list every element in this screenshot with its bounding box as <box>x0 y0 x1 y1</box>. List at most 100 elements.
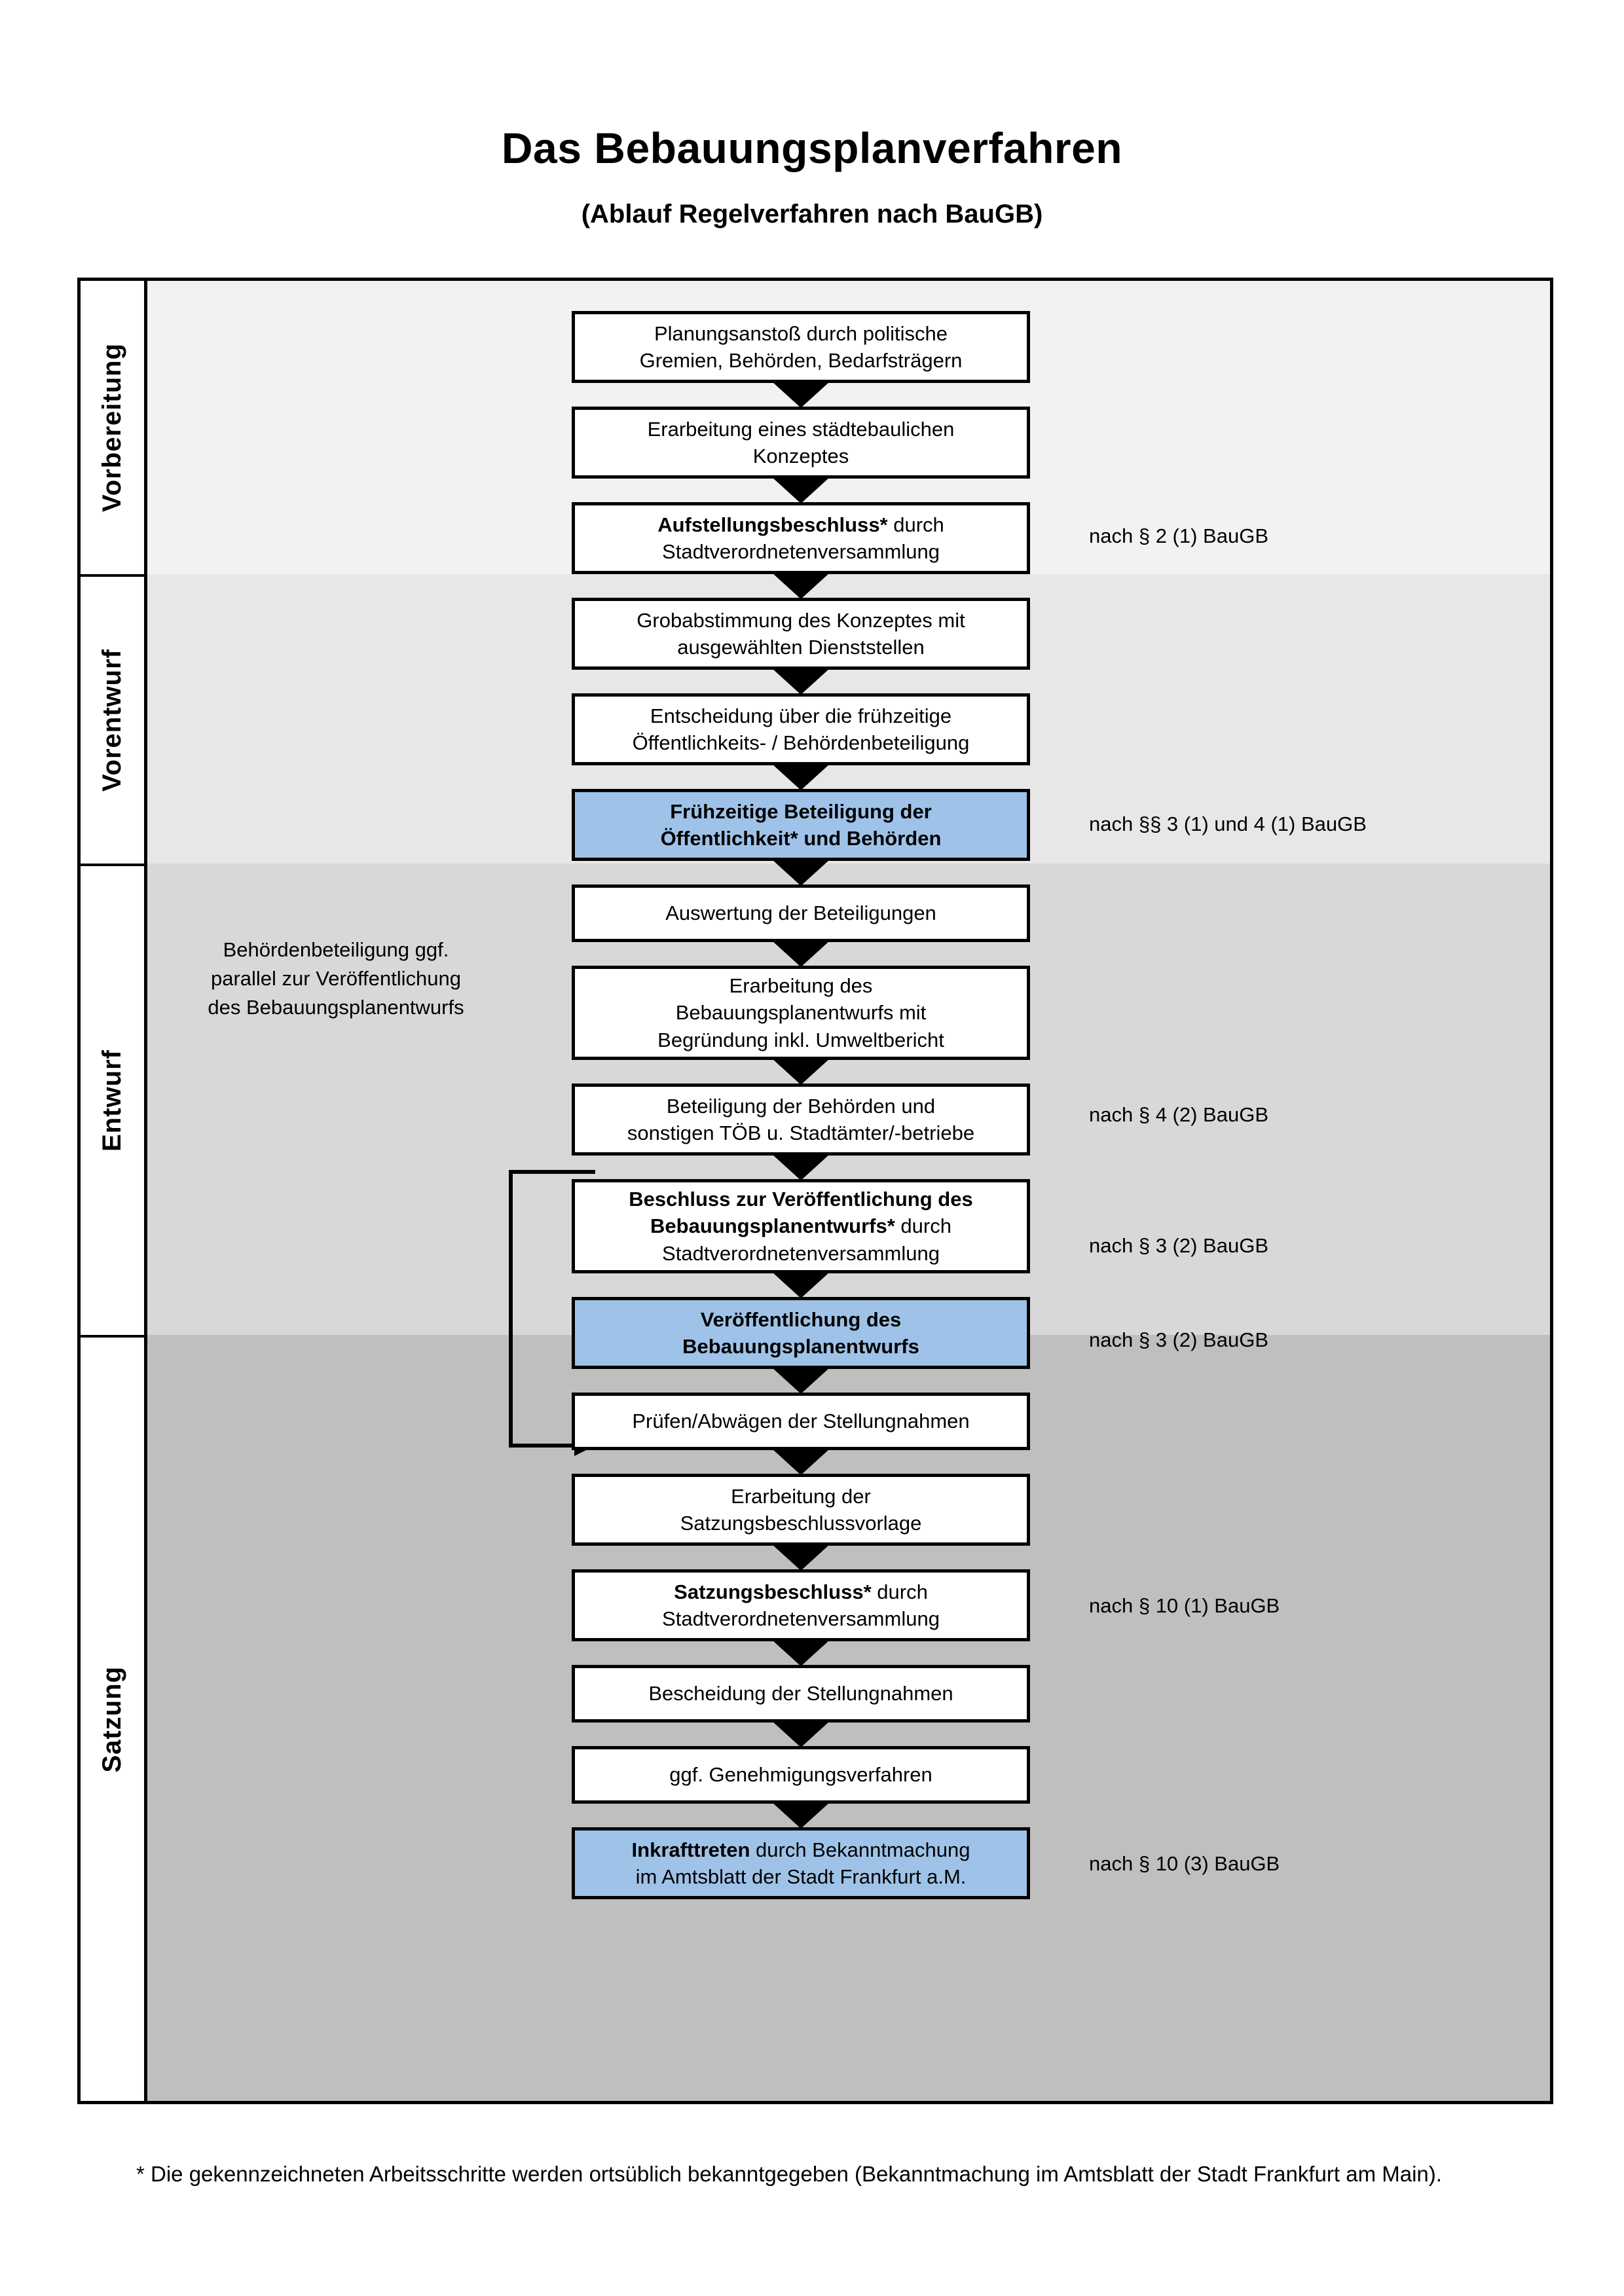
step-line: sonstigen TÖB u. Stadtämter/-betriebe <box>627 1121 975 1144</box>
step-line: Öffentlichkeits- / Behördenbeteiligung <box>632 731 970 754</box>
ref-10-3: nach § 10 (3) BauGB <box>1089 1852 1280 1875</box>
step-line-suffix: durch Bekanntmachung <box>750 1838 970 1861</box>
step-line-bold: Beschluss zur Veröffentlichung des <box>629 1188 973 1211</box>
page-title: Das Bebauungsplanverfahren <box>501 124 1123 172</box>
step-line: Grobabstimmung des Konzeptes mit <box>637 608 965 632</box>
step-line: Erarbeitung des <box>729 974 873 998</box>
phase-label-column: Vorbereitung Vorentwurf Entwurf Satzung <box>81 281 147 2101</box>
flow-arrow-icon <box>772 1272 830 1298</box>
step-planungsanstoss[interactable]: Planungsanstoß durch politische Gremien,… <box>572 311 1030 383</box>
step-line: Bebauungsplanentwurfs mit <box>675 1001 927 1025</box>
step-line: Erarbeitung eines städtebaulichen <box>647 417 955 441</box>
step-veroeffentlichung-bplanentwurf[interactable]: Veröffentlichung des Bebauungsplanentwur… <box>572 1297 1030 1369</box>
step-line: Veröffentlichung des <box>701 1306 902 1333</box>
step-fruehzeitige-beteiligung[interactable]: Frühzeitige Beteiligung der Öffentlichke… <box>572 789 1030 861</box>
step-line: Frühzeitige Beteiligung der <box>670 798 932 825</box>
title-block: Das Bebauungsplanverfahren (Ablauf Regel… <box>0 124 1624 229</box>
step-line-suffix: durch <box>871 1580 928 1603</box>
step-line: Inkrafttreten durch Bekanntmachung <box>632 1836 970 1863</box>
flow-arrow-icon <box>772 1544 830 1571</box>
flow-arrow-icon <box>772 1721 830 1747</box>
flow-arrow-icon <box>772 764 830 790</box>
step-line: Entscheidung über die frühzeitige <box>650 704 952 727</box>
ref-3-1-4-1: nach §§ 3 (1) und 4 (1) BauGB <box>1089 812 1367 835</box>
bypass-vertical-segment <box>509 1170 513 1448</box>
step-line: Satzungsbeschluss* durch <box>674 1578 928 1605</box>
step-line-suffix: durch <box>895 1214 951 1238</box>
footnote: * Die gekennzeichneten Arbeitsschritte w… <box>136 2162 1442 2186</box>
phase-label-entwurf: Entwurf <box>98 1049 126 1152</box>
phase-cell-vorentwurf: Vorentwurf <box>81 574 144 864</box>
step-line: Satzungsbeschlussvorlage <box>680 1512 922 1535</box>
ref-10-1: nach § 10 (1) BauGB <box>1089 1594 1280 1617</box>
flow-arrow-icon <box>772 860 830 886</box>
step-line-bold: Aufstellungsbeschluss* <box>657 513 888 536</box>
step-line-bold: Öffentlichkeit* und Behörden <box>660 827 942 850</box>
flow-arrow-icon <box>772 382 830 408</box>
phase-label-vorentwurf: Vorentwurf <box>98 648 126 792</box>
step-line: Öffentlichkeit* und Behörden <box>661 825 942 852</box>
step-line: Planungsanstoß durch politische <box>654 321 948 345</box>
phase-cell-vorbereitung: Vorbereitung <box>81 281 144 574</box>
step-line: Konzeptes <box>752 445 849 467</box>
step-satzungsbeschluss[interactable]: Satzungsbeschluss* durch Stadtverordnete… <box>572 1569 1030 1641</box>
step-line: Begründung inkl. Umweltbericht <box>657 1028 944 1051</box>
flow-arrow-icon <box>772 1640 830 1666</box>
ref-3-2-a: nach § 3 (2) BauGB <box>1089 1234 1268 1257</box>
side-note-line: Veröffentlichung des <box>208 967 462 1019</box>
step-line: ggf. Genehmigungsverfahren <box>669 1763 932 1787</box>
phase-cell-entwurf: Entwurf <box>81 864 144 1335</box>
step-line: Stadtverordnetenversammlung <box>662 1241 940 1265</box>
step-aufstellungsbeschluss[interactable]: Aufstellungsbeschluss* durch Stadtverord… <box>572 502 1030 574</box>
step-line-suffix: durch <box>887 513 944 536</box>
step-beschluss-veroeffentlichung[interactable]: Beschluss zur Veröffentlichung des Bebau… <box>572 1179 1030 1273</box>
step-line-bold: Satzungsbeschluss* <box>674 1580 872 1603</box>
side-note-behoerdenbeteiligung: Behördenbeteiligung ggf. parallel zur Ve… <box>198 936 473 1022</box>
step-line-bold: Frühzeitige Beteiligung der <box>670 799 932 823</box>
phase-label-vorbereitung: Vorbereitung <box>98 343 126 512</box>
step-inkrafttreten[interactable]: Inkrafttreten durch Bekanntmachung im Am… <box>572 1827 1030 1899</box>
flow-arrow-icon <box>772 573 830 599</box>
ref-4-2: nach § 4 (2) BauGB <box>1089 1103 1268 1126</box>
step-genehmigungsverfahren[interactable]: ggf. Genehmigungsverfahren <box>572 1746 1030 1804</box>
step-grobabstimmung[interactable]: Grobabstimmung des Konzeptes mit ausgewä… <box>572 598 1030 670</box>
step-satzungsbeschlussvorlage[interactable]: Erarbeitung der Satzungsbeschlussvorlage <box>572 1474 1030 1546</box>
step-staedtebauliches-konzept[interactable]: Erarbeitung eines städtebaulichen Konzep… <box>572 407 1030 479</box>
step-line-bold: Inkrafttreten <box>631 1838 750 1861</box>
flow-arrow-icon <box>772 1154 830 1180</box>
step-line: Prüfen/Abwägen der Stellungnahmen <box>632 1410 970 1433</box>
side-note-line: Behördenbeteiligung <box>223 938 410 961</box>
step-line: Bescheidung der Stellungnahmen <box>648 1682 953 1705</box>
step-line-bold: Veröffentlichung des <box>700 1307 902 1331</box>
step-line: im Amtsblatt der Stadt Frankfurt a.M. <box>635 1865 967 1888</box>
page-subtitle: (Ablauf Regelverfahren nach BauGB) <box>581 199 1043 228</box>
step-line-bold: Bebauungsplanentwurfs* <box>650 1214 895 1238</box>
flow-arrow-icon <box>772 1802 830 1829</box>
step-pruefen-abwaegen[interactable]: Prüfen/Abwägen der Stellungnahmen <box>572 1393 1030 1450</box>
ref-2-1: nach § 2 (1) BauGB <box>1089 524 1268 547</box>
ref-3-2-b: nach § 3 (2) BauGB <box>1089 1328 1268 1351</box>
step-auswertung-beteiligungen[interactable]: Auswertung der Beteiligungen <box>572 884 1030 942</box>
flow-arrow-icon <box>772 477 830 503</box>
step-beteiligung-behoerden-toeb[interactable]: Beteiligung der Behörden und sonstigen T… <box>572 1084 1030 1156</box>
step-entscheidung-fruehzeitige[interactable]: Entscheidung über die frühzeitige Öffent… <box>572 693 1030 765</box>
step-line-bold: Bebauungsplanentwurfs <box>682 1335 919 1358</box>
step-line: Beschluss zur Veröffentlichung des <box>629 1186 972 1212</box>
side-note-line: ggf. parallel zur <box>210 938 449 991</box>
flow-arrow-icon <box>772 941 830 967</box>
step-bescheidung-stellungnahmen[interactable]: Bescheidung der Stellungnahmen <box>572 1665 1030 1722</box>
step-line: Beteiligung der Behörden und <box>666 1094 936 1118</box>
flow-arrow-icon <box>772 1368 830 1394</box>
bypass-top-segment <box>509 1170 595 1174</box>
step-line: Bebauungsplanentwurfs <box>682 1333 919 1360</box>
step-line: Bebauungsplanentwurfs* durch <box>650 1212 951 1239</box>
phase-cell-satzung: Satzung <box>81 1335 144 2101</box>
step-line: ausgewählten Dienststellen <box>677 636 925 659</box>
phase-label-satzung: Satzung <box>98 1666 126 1773</box>
step-erarbeitung-bplanentwurf[interactable]: Erarbeitung des Bebauungsplanentwurfs mi… <box>572 966 1030 1060</box>
flowchart-frame: Vorbereitung Vorentwurf Entwurf Satzung … <box>77 278 1553 2104</box>
flow-arrow-icon <box>772 1449 830 1475</box>
flow-arrow-icon <box>772 668 830 695</box>
step-line: Aufstellungsbeschluss* durch <box>657 511 944 538</box>
bypass-bottom-segment <box>509 1444 578 1448</box>
